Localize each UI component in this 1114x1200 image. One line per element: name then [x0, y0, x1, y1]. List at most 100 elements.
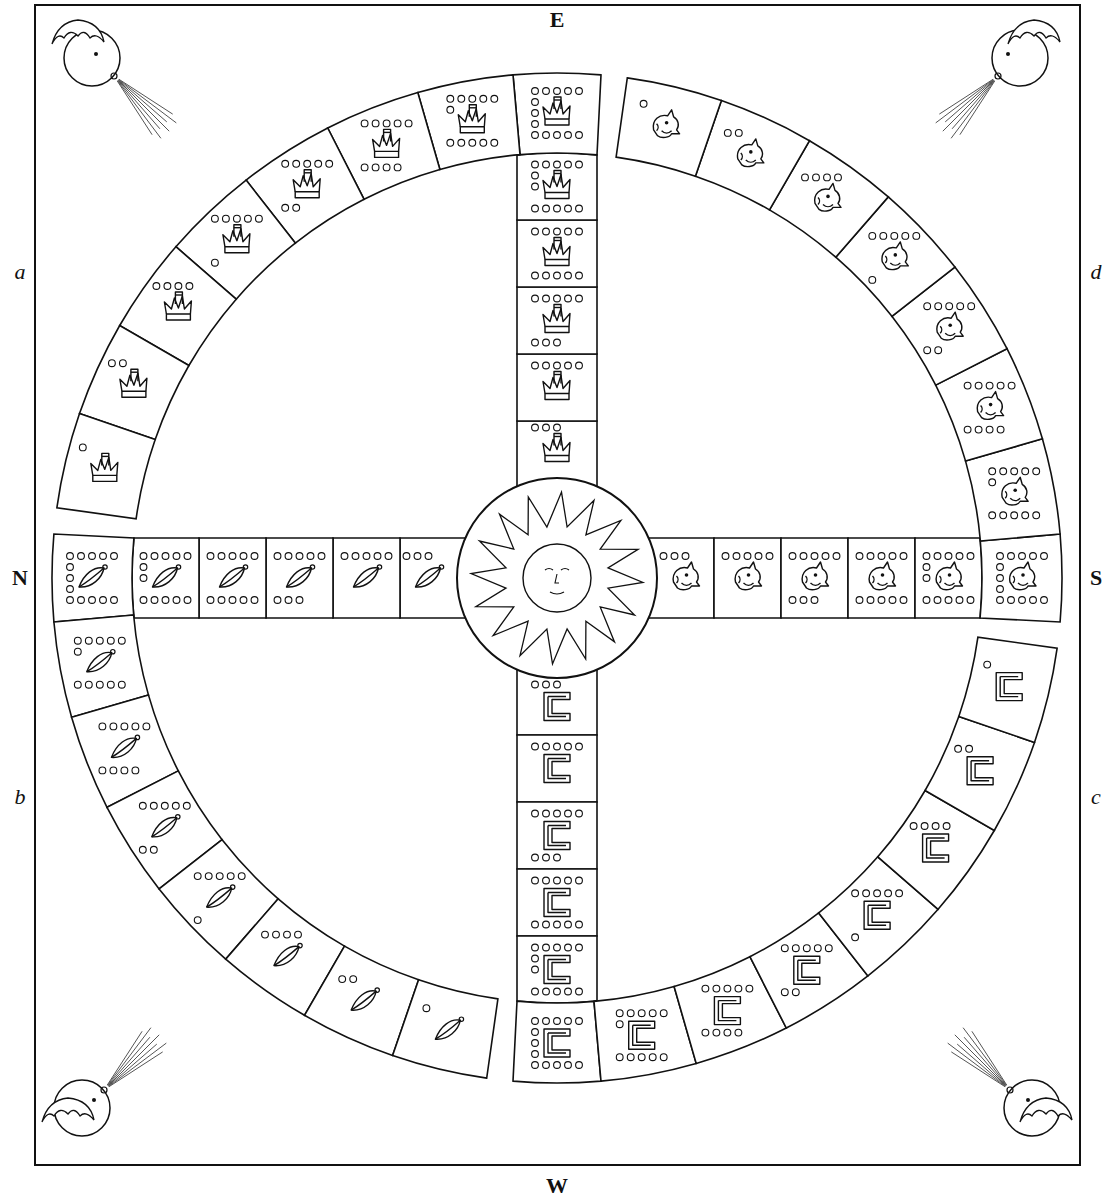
year-dot — [120, 360, 127, 367]
year-cell — [513, 1001, 601, 1083]
year-dot — [491, 95, 498, 102]
reed-glyph — [458, 105, 485, 133]
year-dot — [744, 553, 751, 560]
year-dot — [576, 272, 583, 279]
year-dot — [447, 95, 454, 102]
year-dot — [997, 382, 1004, 389]
year-dot — [863, 890, 870, 897]
year-dot — [576, 88, 583, 95]
year-dot — [543, 743, 550, 750]
reed-leaves — [543, 376, 570, 394]
rabbit-mouth — [878, 583, 888, 585]
house-outline — [629, 1021, 655, 1049]
wind-breath — [108, 1037, 150, 1085]
flint-tip — [310, 565, 314, 569]
house-outline — [544, 822, 570, 850]
year-dot — [1008, 382, 1015, 389]
flint-tip — [176, 815, 180, 819]
year-dot — [532, 121, 539, 128]
year-dot — [800, 597, 807, 604]
year-dot — [532, 988, 539, 995]
rabbit-cheek — [1005, 491, 1007, 498]
year-dot — [640, 100, 647, 107]
sun-nose — [555, 574, 559, 583]
year-dot — [554, 921, 561, 928]
year-dot — [997, 597, 1004, 604]
rabbit-mouth — [823, 204, 833, 206]
year-dot — [274, 553, 281, 560]
reed-stem — [469, 105, 476, 117]
year-dot — [766, 553, 773, 560]
direction-letter: E — [550, 9, 565, 31]
house-outline — [864, 901, 890, 929]
year-dot — [184, 597, 191, 604]
flint-tip — [298, 943, 302, 947]
year-dot — [67, 564, 74, 571]
reed-base — [545, 193, 569, 199]
reed-band — [554, 99, 561, 100]
rabbit-head — [673, 562, 699, 590]
year-dot — [194, 917, 201, 924]
year-dot — [576, 228, 583, 235]
year-dot — [140, 575, 147, 582]
flint-tip — [111, 650, 115, 654]
rabbit-mouth — [662, 131, 672, 133]
year-dot — [532, 955, 539, 962]
year-cell — [517, 735, 597, 802]
year-dot — [781, 945, 788, 952]
year-dot — [735, 130, 742, 137]
wind-eye — [94, 52, 98, 56]
wind-head — [948, 1028, 1072, 1136]
year-dot — [543, 988, 550, 995]
year-dot — [543, 877, 550, 884]
year-dot — [878, 597, 885, 604]
year-dot — [223, 215, 230, 222]
corner-letter: c — [1091, 786, 1101, 808]
house-glyph — [996, 673, 1022, 701]
house-inner — [548, 960, 566, 980]
year-cell — [714, 538, 781, 618]
year-dot — [99, 723, 106, 730]
year-dot — [966, 745, 973, 752]
flint-line — [274, 947, 299, 966]
year-dot — [318, 553, 325, 560]
house-inner — [798, 960, 816, 980]
wind-breath — [118, 81, 160, 129]
year-dot — [554, 339, 561, 346]
year-dot — [107, 637, 114, 644]
year-dot — [811, 553, 818, 560]
rabbit-cheek — [818, 197, 820, 204]
year-dot — [543, 88, 550, 95]
reed-base — [295, 192, 319, 198]
year-cell — [517, 220, 597, 287]
reed-leaves — [543, 438, 570, 456]
reed-stem — [554, 305, 561, 317]
rabbit-eye — [948, 323, 952, 327]
year-cell — [393, 980, 498, 1078]
reed-leaves — [543, 309, 570, 327]
reed-base — [460, 127, 484, 133]
rabbit-head — [653, 110, 679, 138]
year-dot — [923, 553, 930, 560]
year-dot — [869, 233, 876, 240]
year-dot — [967, 553, 974, 560]
flint-glyph — [153, 565, 181, 587]
year-dot — [543, 295, 550, 302]
reed-stem — [234, 225, 241, 237]
year-dot — [889, 553, 896, 560]
rabbit-cheek — [940, 576, 942, 583]
year-dot — [447, 139, 454, 146]
wind-breath — [118, 80, 169, 131]
rabbit-cheek — [739, 576, 741, 583]
year-dot — [649, 1054, 656, 1061]
rabbit-head — [1002, 477, 1028, 505]
wind-breath — [119, 80, 167, 122]
year-dot — [67, 553, 74, 560]
year-dot — [96, 637, 103, 644]
wheel-cells — [52, 73, 1062, 1083]
year-dot — [702, 1029, 709, 1036]
reed-leaves — [543, 175, 570, 193]
year-dot — [576, 205, 583, 212]
year-dot — [986, 426, 993, 433]
